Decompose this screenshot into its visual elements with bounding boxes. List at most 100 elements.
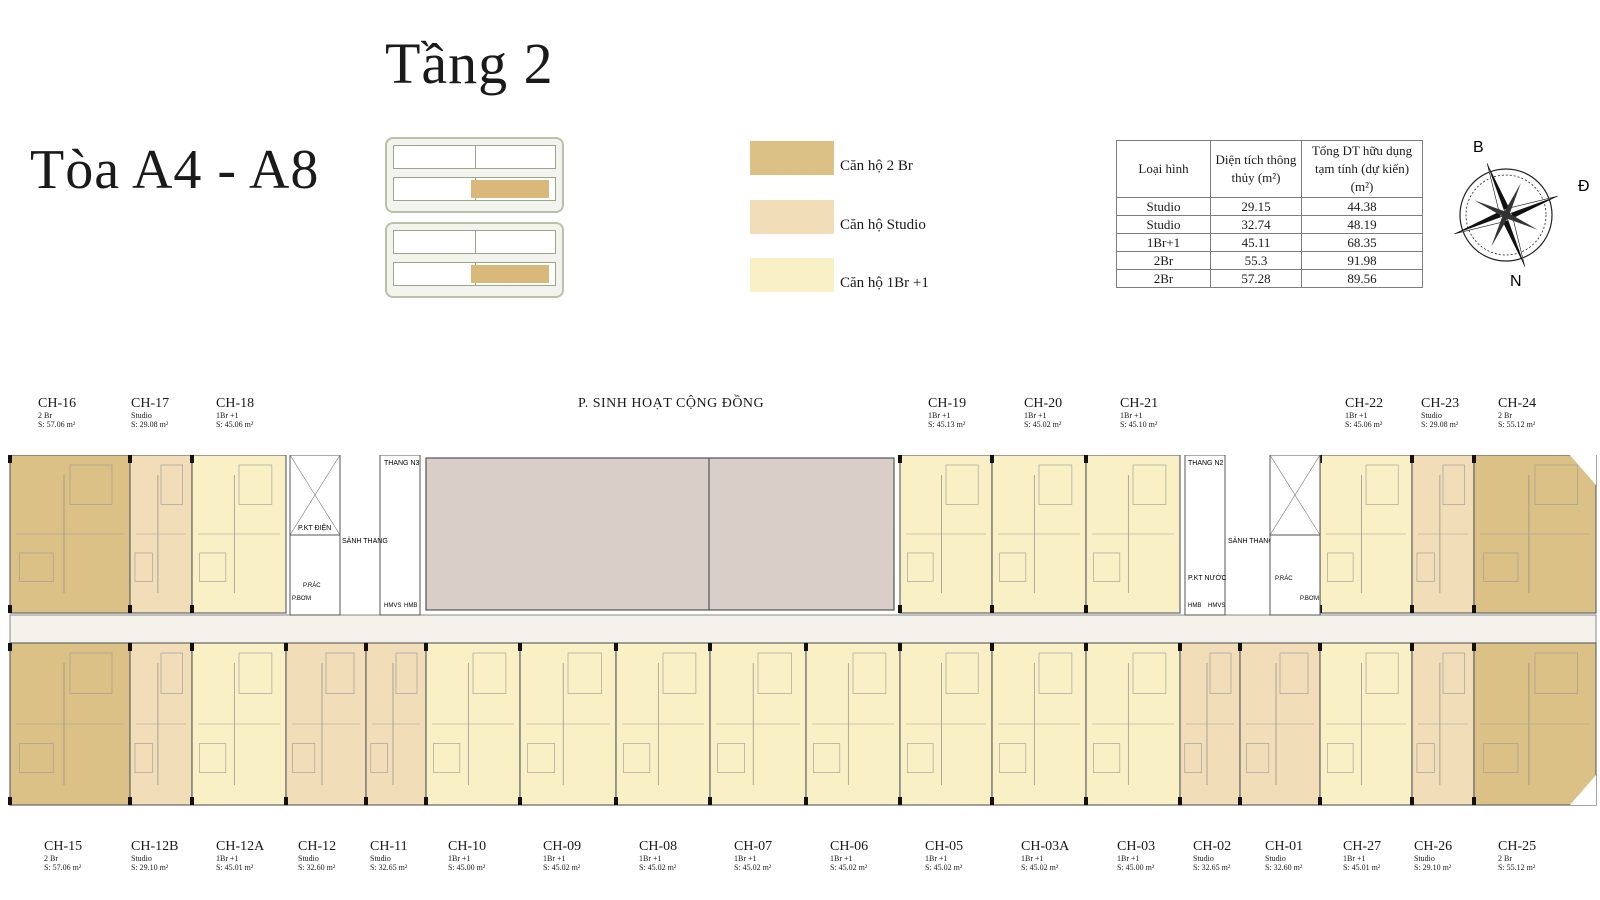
unit-bed [1279, 652, 1309, 694]
hmb-label-left: HMB [404, 603, 417, 609]
wall-column [1410, 455, 1414, 463]
unit-code: CH-19 [928, 396, 967, 411]
lobby-label-left: SẢNH THANG [342, 536, 388, 545]
unit-bath [134, 552, 153, 582]
area-table: Loại hình Diện tích thông thủy (m²) Tổng… [1116, 140, 1423, 288]
wall-column [804, 643, 808, 651]
area-table-cell: 2Br [1116, 269, 1211, 288]
wall-column [284, 797, 288, 805]
unit-bed [1442, 464, 1466, 505]
unit-type: 1Br +1 [639, 854, 662, 863]
wall-column [284, 643, 288, 651]
unit-bed [757, 652, 792, 694]
unit-type: 1Br +1 [1021, 854, 1044, 863]
wall-column [898, 643, 902, 651]
electrical-label: P.KT ĐIỆN [298, 523, 331, 532]
unit-bed [1038, 464, 1073, 505]
area-table-cell: 29.15 [1210, 197, 1302, 216]
wall-column [1410, 605, 1414, 613]
unit-bed [160, 464, 184, 505]
wall-column [128, 643, 132, 651]
unit-bed [395, 652, 418, 694]
wall-column [708, 797, 712, 805]
unit-type: 1Br +1 [216, 854, 239, 863]
wall-column [128, 605, 132, 613]
unit-bed [69, 652, 113, 694]
commons-label: P. SINH HOẠT CỘNG ĐỒNG [578, 396, 765, 411]
wall-column [1318, 643, 1322, 651]
unit-bath [813, 743, 841, 773]
unit-bed [567, 652, 602, 694]
unit-type: 2 Br [38, 411, 52, 420]
unit-type: 1Br +1 [830, 854, 853, 863]
floor-title: Tầng 2 [385, 31, 554, 96]
header-net-area: Diện tích thông thủy (m²) [1210, 140, 1302, 198]
unit-bath [1246, 743, 1270, 773]
unit-bath [370, 743, 388, 773]
area-table-cell: Studio [1116, 197, 1211, 216]
unit-code: CH-20 [1024, 396, 1063, 411]
unit-bed [1209, 652, 1232, 694]
wall-column [8, 605, 12, 613]
unit-bed [325, 652, 355, 694]
unit-bed [1132, 652, 1167, 694]
compass-south: N [1510, 273, 1522, 290]
unit-type: 1Br +1 [1120, 411, 1143, 420]
key-plan-row [393, 230, 556, 254]
wall-column [518, 643, 522, 651]
wall-column [424, 643, 428, 651]
unit-type: Studio [370, 854, 391, 863]
unit-bath [1483, 743, 1519, 773]
unit-code: CH-22 [1345, 396, 1384, 411]
wall-column [1472, 605, 1476, 613]
wall-column [1084, 455, 1088, 463]
wall-column [190, 605, 194, 613]
unit-bath [527, 743, 555, 773]
unit-code: CH-27 [1343, 839, 1382, 854]
unit-area: S: 45.02 m² [734, 863, 772, 872]
key-plan-highlight [471, 265, 549, 283]
unit-code: CH-26 [1414, 839, 1453, 854]
unit-code: CH-25 [1498, 839, 1537, 854]
unit-area: S: 45.00 m² [1117, 863, 1155, 872]
compass-icon: B Đ N T [1454, 140, 1590, 290]
unit-bath [999, 552, 1027, 582]
wall-column [424, 797, 428, 805]
area-table-cell: 91.98 [1301, 251, 1423, 270]
unit-area: S: 45.02 m² [1021, 863, 1059, 872]
unit-bed [945, 652, 979, 694]
unit-area: S: 32.65 m² [370, 863, 408, 872]
stair-n2 [1184, 455, 1226, 616]
wall-column [1410, 643, 1414, 651]
unit-area: S: 57.06 m² [44, 863, 82, 872]
wall-column [1238, 643, 1242, 651]
unit-type: 1Br +1 [1343, 854, 1366, 863]
unit-code: CH-05 [925, 839, 964, 854]
wall-column [1472, 455, 1476, 463]
wall-column [614, 797, 618, 805]
unit-bed [662, 652, 697, 694]
unit-area: S: 32.60 m² [298, 863, 336, 872]
unit-area: S: 45.01 m² [216, 863, 254, 872]
area-table-cell: 89.56 [1301, 269, 1423, 288]
unit-bath [907, 552, 934, 582]
unit-type: Studio [1193, 854, 1214, 863]
unit-area: S: 45.02 m² [639, 863, 677, 872]
unit-type: Studio [1414, 854, 1435, 863]
unit-code: CH-02 [1193, 839, 1232, 854]
wall-column [1410, 797, 1414, 805]
area-table-header: Loại hình Diện tích thông thủy (m²) Tổng… [1116, 140, 1423, 198]
wall-column [898, 455, 902, 463]
unit-code: CH-07 [734, 839, 773, 854]
unit-bed [1365, 652, 1399, 694]
